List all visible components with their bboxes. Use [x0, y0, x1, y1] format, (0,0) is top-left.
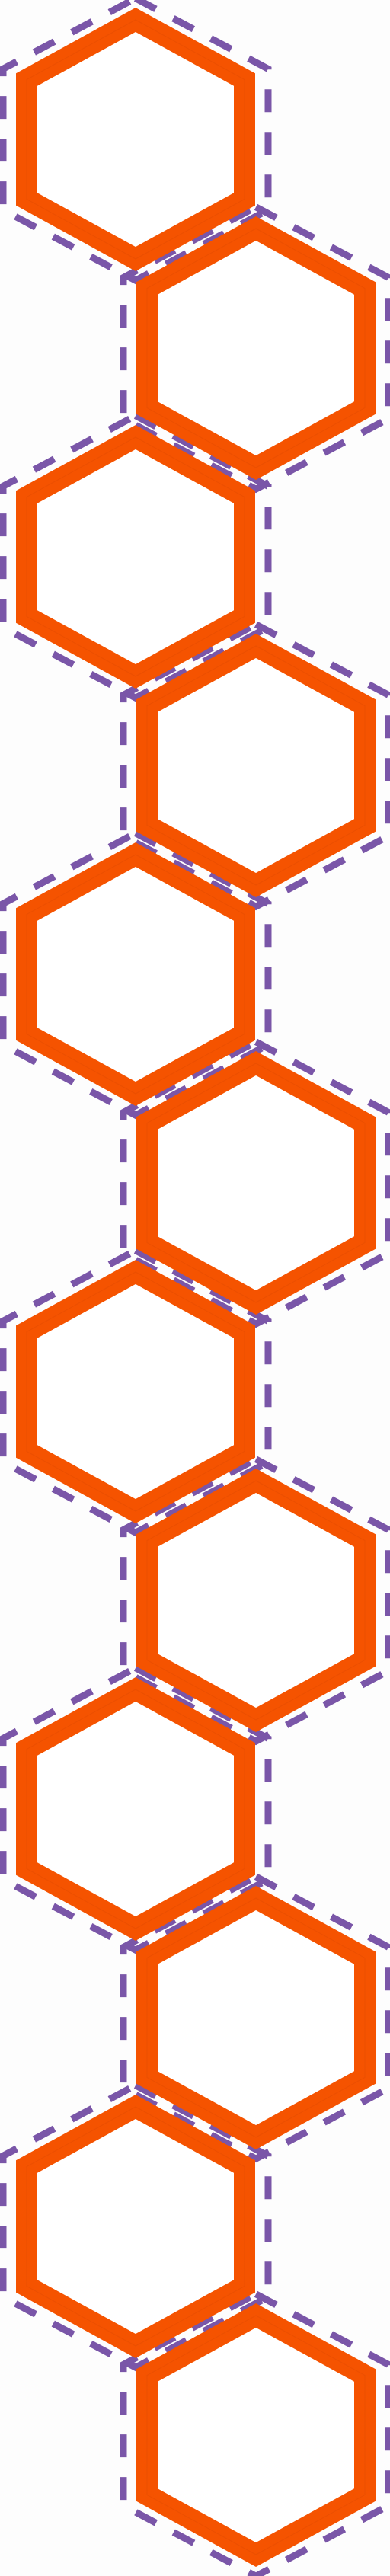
hexagon-dashed-outline	[120, 2290, 390, 2576]
hexagon-border-midline	[146, 2315, 366, 2555]
hexagon	[16, 842, 255, 1106]
hexagon-dashed-outline	[0, 0, 272, 285]
hexagon-dashed-outline	[120, 1455, 390, 1746]
hexagon-border-midline	[26, 19, 245, 260]
hexagon-border-midline	[26, 436, 245, 677]
hexagon	[136, 216, 376, 480]
hexagon-layer	[16, 8, 376, 2567]
hexagon-dashed-outline	[0, 411, 272, 702]
hexagon-dashed-outline	[120, 1037, 390, 1328]
hexagon	[16, 2095, 255, 2358]
hexagon	[136, 2303, 376, 2567]
hexagon	[136, 1051, 376, 1315]
hexagon-dashed-outline	[120, 1872, 390, 2163]
hexagon-dashed-outline	[120, 203, 390, 494]
hexagon-border-midline	[26, 1689, 245, 1929]
hexagon-border-midline	[146, 645, 366, 886]
hexagon	[136, 1469, 376, 1732]
hexagon	[16, 1677, 255, 1941]
hexagon-dashed-outline	[0, 1246, 272, 1537]
hexagon-dashed-outline	[0, 2081, 272, 2372]
hexagon	[16, 1260, 255, 1523]
hexagon-dashed-outline	[0, 829, 272, 1120]
hexagon-border-midline	[26, 2106, 245, 2347]
hexagon	[136, 634, 376, 897]
hexagon-border-midline	[146, 1063, 366, 1303]
hexagon-border-midline	[26, 854, 245, 1095]
hexagon	[136, 1886, 376, 2149]
hexagon-border-midline	[146, 228, 366, 468]
hexagon-border-midline	[146, 1897, 366, 2138]
hexagon-dashed-outline	[120, 620, 390, 911]
hexagon-border-midline	[26, 1271, 245, 1512]
hexagon-border-midline	[146, 1480, 366, 1721]
hexagon	[16, 8, 255, 271]
hexagon-dashed-outline	[0, 1664, 272, 1954]
hexagon	[16, 425, 255, 689]
